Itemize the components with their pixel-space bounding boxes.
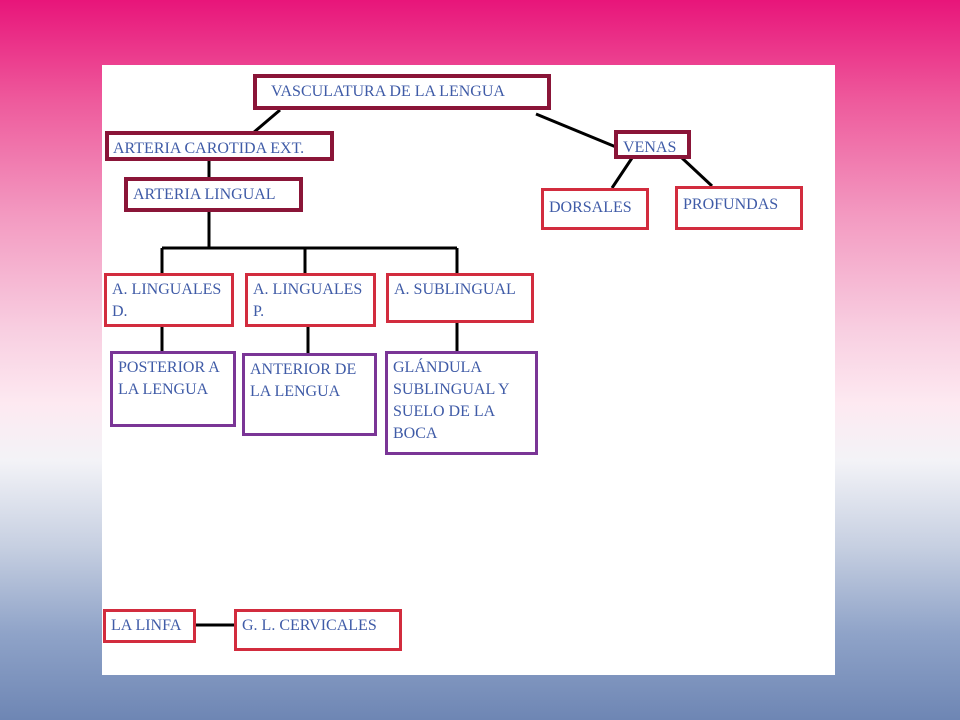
node-venas: VENAS [614,130,691,159]
connector-venas-dorsales [610,157,634,189]
node-linguales-p: A. LINGUALES P. [245,273,376,327]
node-g-l-cervicales: G. L. CERVICALES [234,609,402,651]
node-arteria-lingual: ARTERIA LINGUAL [124,177,303,212]
connector-venas-profundas [680,156,714,188]
node-linguales-d: A. LINGUALES D. [104,273,234,327]
node-dorsales: DORSALES [541,188,649,230]
node-profundas: PROFUNDAS [675,186,803,230]
node-vasculatura-lengua: VASCULATURA DE LA LENGUA [253,74,551,110]
node-la-linfa: LA LINFA [103,609,196,643]
node-glandula-sublingual: GLÁNDULA SUBLINGUAL Y SUELO DE LA BOCA [385,351,538,455]
node-anterior-lengua: ANTERIOR DE LA LENGUA [242,353,377,436]
node-sublingual: A. SUBLINGUAL [386,273,534,323]
node-arteria-carotida-ext: ARTERIA CAROTIDA EXT. [105,131,334,161]
node-posterior-lengua: POSTERIOR A LA LENGUA [110,351,236,427]
connector-root-carotida [252,108,281,135]
connector-root-venas [535,112,617,149]
